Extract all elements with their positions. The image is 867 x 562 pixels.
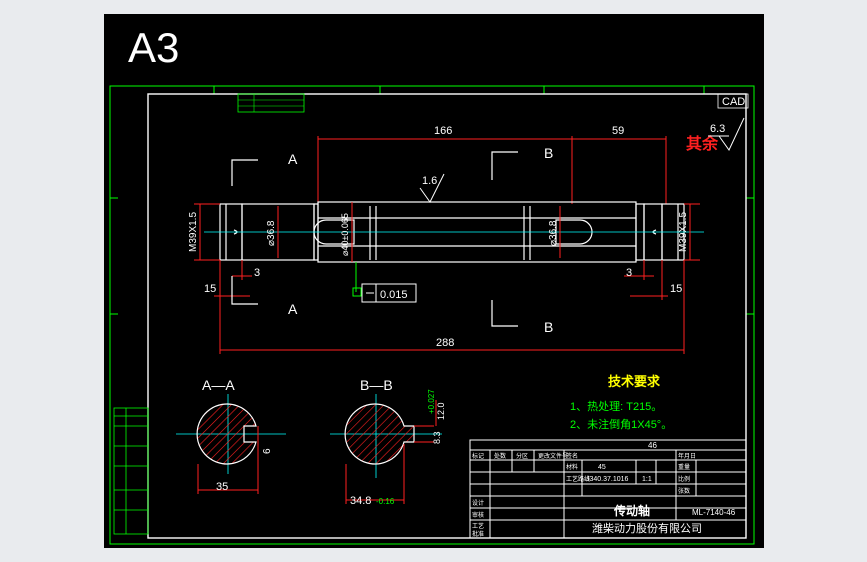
sheet-size-label: A3 xyxy=(128,24,179,71)
tech-req-item-1: 1、热处理: T215。 xyxy=(570,400,662,413)
angle-box xyxy=(237,93,305,113)
tolerance-frame xyxy=(361,283,417,303)
title-craft-label: 工艺 xyxy=(472,522,484,530)
section-aa-width: 35 xyxy=(216,481,228,493)
title-drawing-no: ML-7140-46 xyxy=(692,508,736,517)
title-check-label: 审核 xyxy=(472,511,484,519)
title-col-sign: 签名 xyxy=(566,452,578,460)
section-aa-profile xyxy=(196,403,257,465)
shaft-roughness-value: 1.6 xyxy=(422,175,437,187)
tech-req-item-2: 2、未注倒角1X45°。 xyxy=(570,417,672,431)
title-sheet-label: 张数 xyxy=(678,487,690,495)
dim-59: 59 xyxy=(612,125,624,137)
section-a-top-label: A xyxy=(288,151,298,167)
zone-ticks xyxy=(110,86,754,315)
section-bb-profile xyxy=(344,403,415,465)
section-bb-width: 34.8 xyxy=(350,495,371,507)
title-process-label: 工艺路线 xyxy=(566,475,590,483)
title-part-name: 传动轴 xyxy=(613,503,650,518)
dim-288: 288 xyxy=(436,337,454,349)
inner-drawing-frame xyxy=(147,93,747,539)
title-process: J340.37.1016 xyxy=(586,476,629,483)
engineering-drawing: A3 CAD 其余 6.3 166 59 A B 1.6 xyxy=(109,24,755,545)
diameter-dimension-lines xyxy=(194,202,700,262)
top-dimension-lines xyxy=(317,136,667,204)
section-a-bottom-cut xyxy=(231,276,258,305)
title-col-file: 更改文件号 xyxy=(538,452,568,460)
title-material: 45 xyxy=(598,464,606,471)
section-aa-key: 6 xyxy=(262,448,273,454)
roughness-note: 其余 xyxy=(686,134,719,153)
dim-15-left: 15 xyxy=(204,283,216,295)
section-bb-right-val: 12.0 xyxy=(436,402,446,420)
section-b-bottom-cut xyxy=(491,300,518,327)
section-b-top-cut xyxy=(491,151,518,180)
title-col-zone: 分区 xyxy=(516,452,528,460)
title-company: 潍柴动力股份有限公司 xyxy=(592,521,702,535)
thread-right-label: M39X1.5 xyxy=(678,212,689,252)
left-revision-strip xyxy=(113,407,149,535)
section-bb-width-tol: -0.16 xyxy=(376,497,395,506)
drawing-sheet: A3 CAD 其余 6.3 166 59 A B 1.6 xyxy=(104,14,764,548)
title-part-no: 46 xyxy=(648,441,657,450)
section-b-bottom-label: B xyxy=(544,319,553,335)
title-approve-label: 批准 xyxy=(472,530,484,538)
section-a-top-cut xyxy=(231,159,258,186)
title-scale: 1:1 xyxy=(642,476,652,483)
title-weight-label: 重量 xyxy=(678,463,690,471)
title-material-label: 材料 xyxy=(566,463,578,471)
roughness-symbol xyxy=(718,117,745,151)
total-dimension-line xyxy=(219,260,685,354)
section-b-top-label: B xyxy=(544,145,553,161)
tolerance-value: 0.015 xyxy=(380,289,408,301)
dim-3-right: 3 xyxy=(626,267,632,279)
title-col-mark: 标记 xyxy=(472,452,484,460)
dia-mid-label: ⌀40±0.065 xyxy=(340,213,350,256)
dim-166: 166 xyxy=(434,125,452,137)
section-bb-key: 8.3 xyxy=(432,431,442,444)
title-col-date: 年月日 xyxy=(678,452,696,460)
cad-tag-box xyxy=(717,93,749,109)
tech-req-title: 技术要求 xyxy=(608,374,661,389)
roughness-value: 6.3 xyxy=(710,123,725,135)
cad-tag: CAD xyxy=(722,96,745,108)
green-border-frame xyxy=(109,85,755,545)
dim-15-right: 15 xyxy=(670,283,682,295)
section-bb-title: B—B xyxy=(360,377,393,393)
section-a-bottom-label: A xyxy=(288,301,298,317)
section-bb-right-tol: +0.027 xyxy=(427,389,436,414)
dia-right-label: ⌀36.8 xyxy=(548,220,559,246)
title-design-label: 设计 xyxy=(472,499,484,507)
title-col-count: 处数 xyxy=(494,452,506,460)
dia-left-label: ⌀36.8 xyxy=(266,220,277,246)
dim-3-left: 3 xyxy=(254,267,260,279)
title-block-frame xyxy=(469,439,747,539)
thread-left-label: M39X1.5 xyxy=(188,212,199,252)
section-aa-title: A—A xyxy=(202,377,235,393)
small-dimension-lines xyxy=(214,260,668,300)
title-ratio-label: 比例 xyxy=(678,475,690,483)
